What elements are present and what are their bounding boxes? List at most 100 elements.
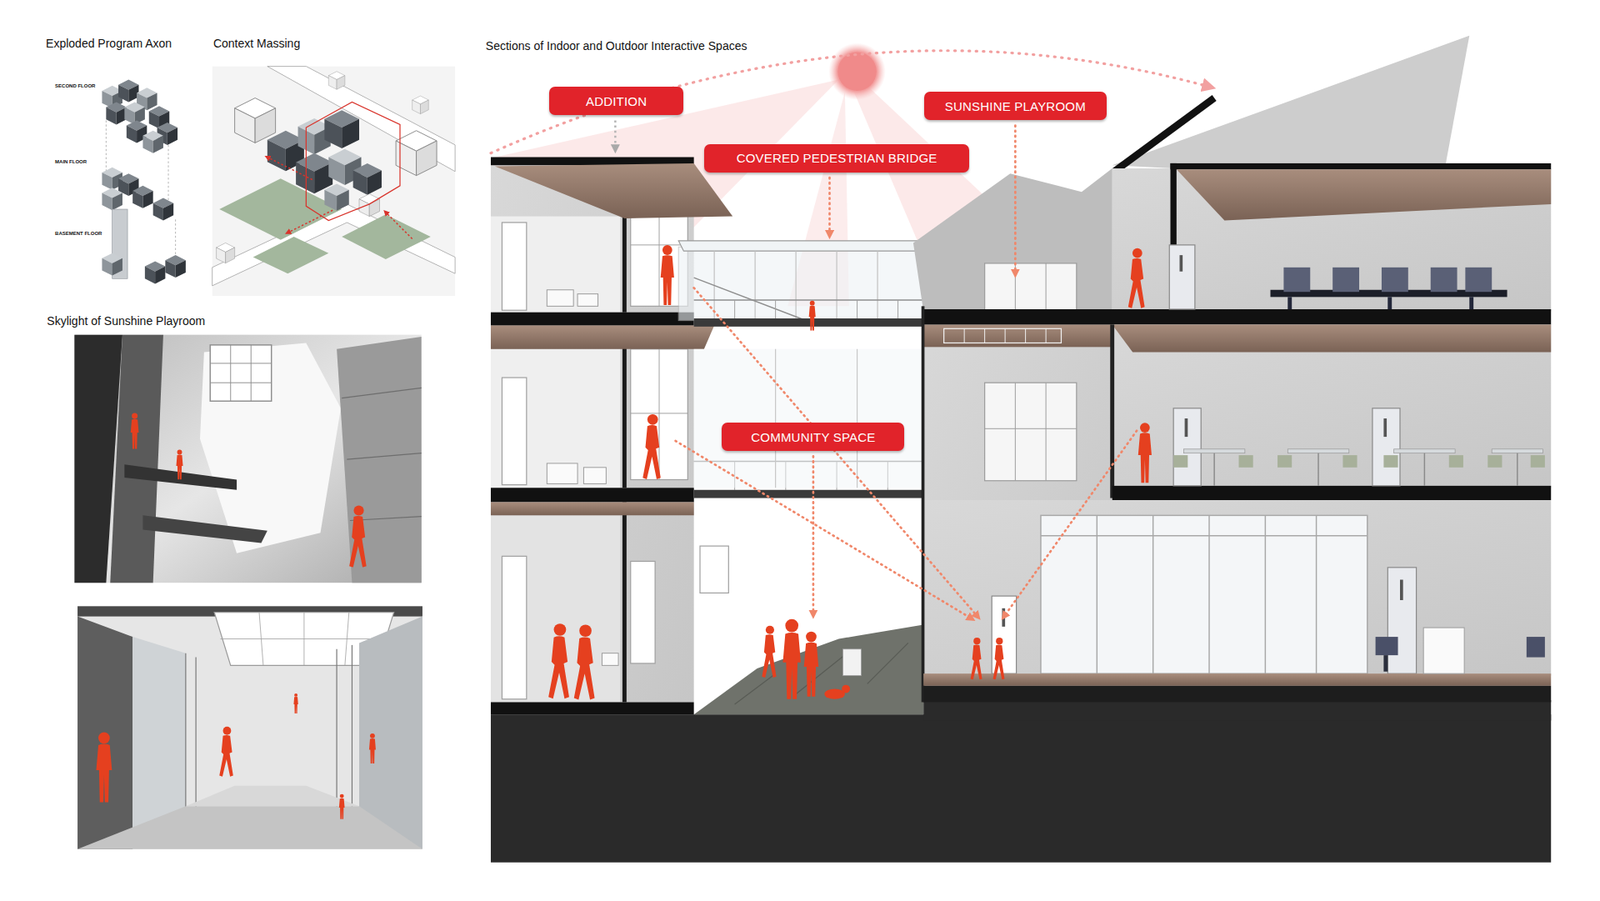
building-section-part [809,300,816,331]
context-massing-part [235,98,276,144]
building-section-part-part [1287,296,1292,310]
building-section-part-part [856,300,858,319]
building-section-part-part [1465,267,1492,292]
building-section-part-part [1208,515,1210,674]
building-section-part [678,246,924,320]
callout-pill: COVERED PEDESTRIAN BRIDGE [704,144,970,173]
building-section-part-part [583,467,606,485]
corridor-render-part-part [335,649,337,813]
context-massing-part [267,157,413,240]
skylight-render-part [210,345,271,401]
context-massing-part [359,194,380,217]
building-section-part [694,490,930,499]
building-section-part-part [1014,125,1017,275]
skylight-render-part [130,413,140,450]
corridor-render-part [77,605,423,849]
context-massing-part [395,130,437,176]
skylight-render-part [336,336,422,583]
building-section-part [490,515,621,702]
building-section-part-part [1277,455,1292,468]
building-section-part-part [964,328,965,343]
building-section-part [622,167,627,703]
building-section-part-part [1005,328,1006,343]
building-section-part [1040,515,1368,674]
building-section-part [1526,636,1545,657]
building-section-part-part [1015,382,1016,481]
building-section-part-part [622,501,627,702]
building-section-part-part [867,642,909,684]
program-axon-part-part [175,219,176,257]
building-section-part [782,619,801,700]
building-section-part [490,714,1551,863]
building-section-part-part [659,349,660,480]
program-axon-part [118,80,139,103]
skylight-render [74,335,421,584]
corridor-render-part [77,616,133,850]
building-section-part [964,328,1046,343]
building-section-part-part [1516,453,1518,486]
building-section-part-part [601,653,619,666]
building-section-part [1170,163,1551,170]
building-section-part-part [1332,267,1360,292]
skylight-render-part-part [230,345,231,401]
building-section-part-part [1372,408,1400,486]
context-massing [212,66,455,297]
building-section-part-part [1183,449,1245,454]
building-section-part-part [734,300,735,319]
building-section-part-part [1287,449,1349,454]
building-section-part-part [1394,449,1455,454]
corridor-render [77,605,423,849]
skylight-render-part [110,335,164,584]
building-section-part-part [501,555,526,699]
building-section-part-part [546,463,578,484]
building-section-part [490,487,695,502]
corridor-render-part [369,733,376,764]
building-section-part-part [694,299,925,300]
skylight-render-part-part [250,345,252,401]
building-section-part-part [1169,245,1195,310]
callout-pill: COMMUNITY SPACE [721,422,905,451]
corridor-render-part-part [185,653,186,817]
building-section-part [1214,453,1518,486]
building-section-part [913,168,1113,311]
callout-text: SUNSHINE PLAYROOM [945,99,1086,114]
program-axon-part [153,198,174,221]
building-section-part [824,689,845,700]
context-massing-part [353,163,382,195]
building-section-part [574,624,595,700]
building-section-part-part [1173,455,1188,468]
building-section-part [735,642,909,704]
building-section-part [921,305,925,702]
building-section-part-part [577,294,598,307]
building-section-part [1112,168,1552,311]
skylight-render-part [341,387,422,520]
building-section-part-part [1213,453,1215,486]
corridor-render-part-part [195,657,196,813]
building-section-part-part [1383,455,1398,468]
building-section-part [985,263,1077,481]
building-section-part [495,163,733,219]
building-section-part [923,500,1551,676]
building-section-part [714,250,878,319]
building-section-part [923,700,1551,720]
context-massing-part [324,110,360,149]
program-axon-part [145,260,165,284]
building-section-part [490,701,695,715]
building-section-part-part [622,326,627,488]
corridor-render-part-part [220,638,385,640]
building-section-part-part [985,263,1077,310]
panel-heading: Sections of Indoor and Outdoor Interacti… [485,39,748,53]
building-section-part [490,325,715,350]
building-section-part-part [1387,567,1416,674]
building-section-part [1110,324,1115,498]
skylight-render-part [142,515,267,543]
building-section-part-part [828,177,831,235]
building-section-part-part [1025,328,1026,343]
skylight-render-part-part [346,453,421,460]
building-section-part [1423,627,1465,674]
board-illustration-part [74,35,1551,863]
building-section-part [548,623,570,699]
corridor-render-part [77,805,423,849]
building-section-part-part [1180,255,1184,272]
